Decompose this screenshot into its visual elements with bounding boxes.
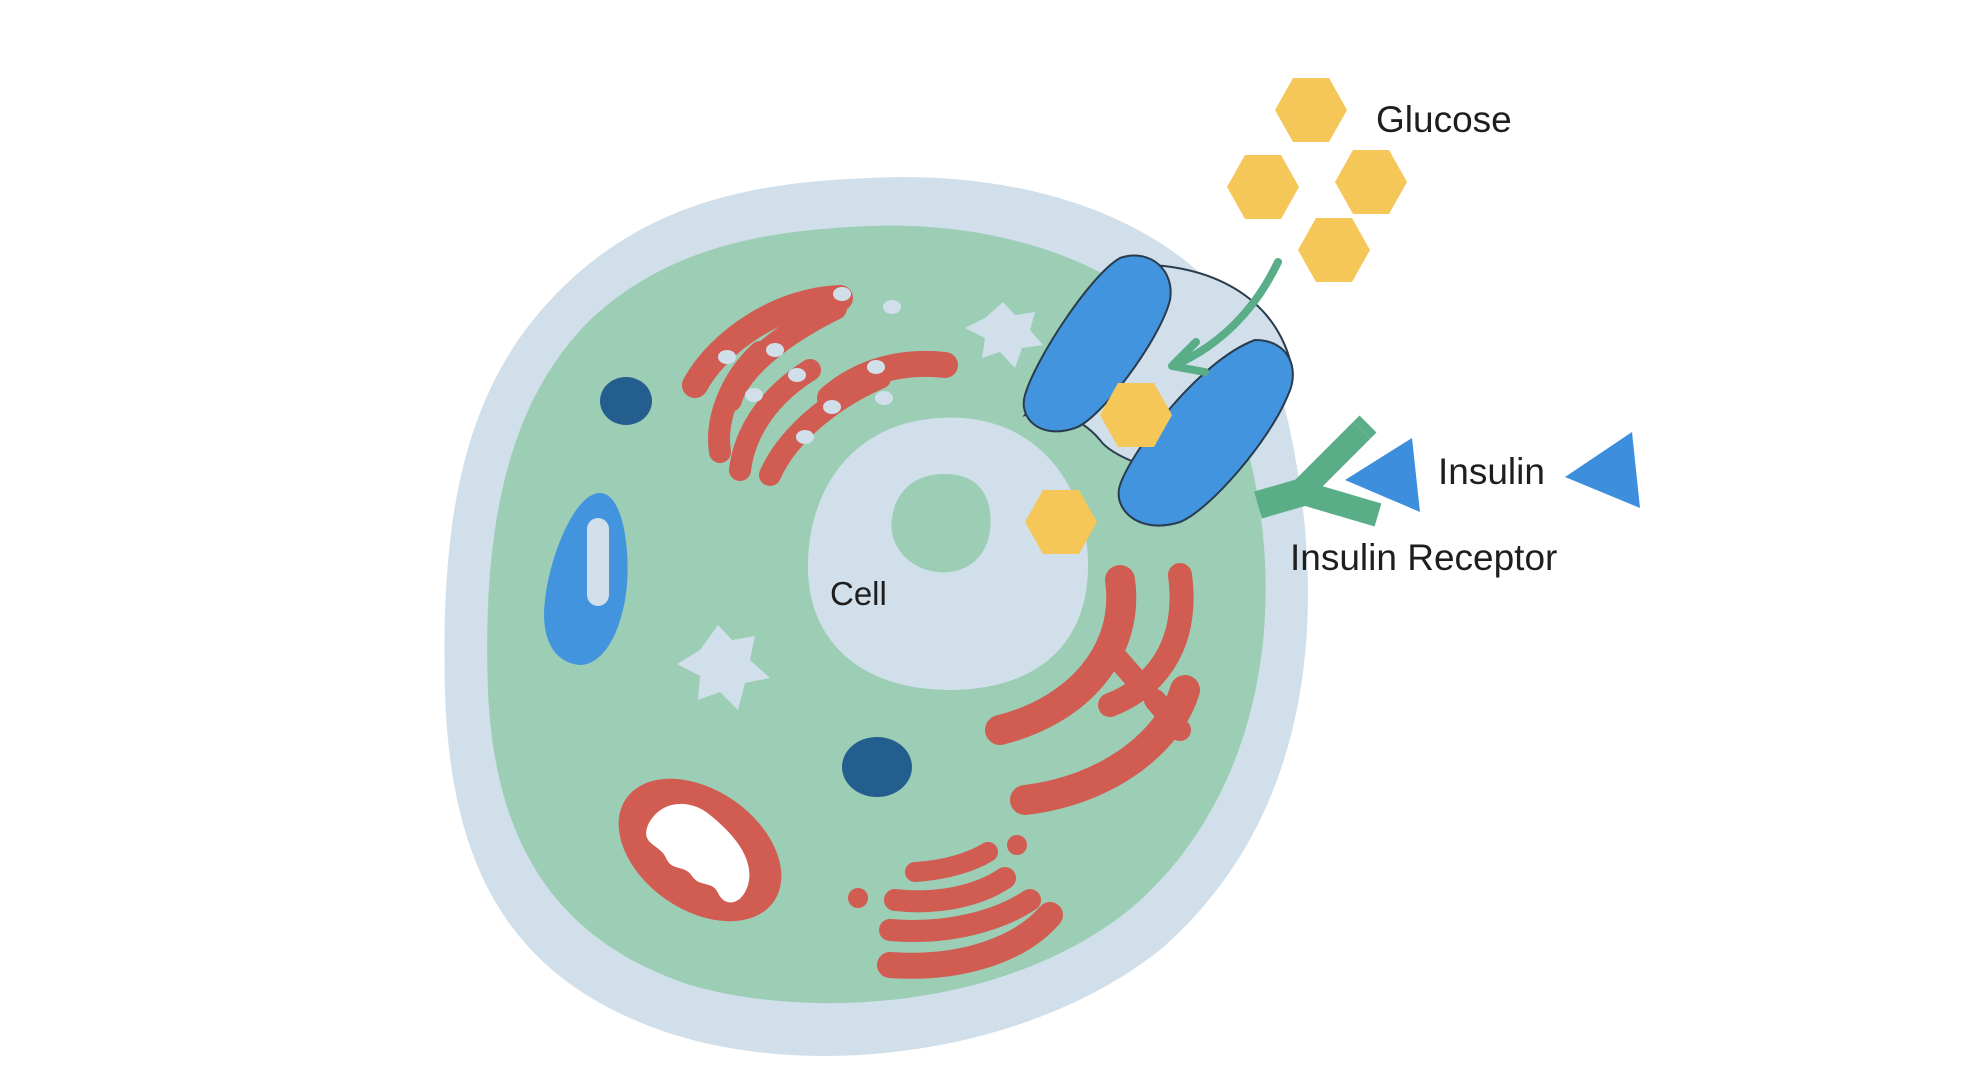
insulin-receptor (1254, 415, 1382, 527)
glucose-hexagon (1227, 155, 1299, 219)
transporter-subunit-left (1022, 254, 1172, 433)
glucose-uptake-arrow (1168, 258, 1282, 376)
ribosome-dots (718, 287, 901, 444)
nucleus (807, 417, 1089, 690)
nucleolus (891, 474, 991, 573)
golgi-apparatus (877, 842, 1063, 979)
glucose-hexagon-in-transporter (1100, 383, 1172, 447)
vacuole-core (587, 518, 609, 606)
glucose-label: Glucose (1376, 99, 1512, 140)
insulin-triangle-bound (1345, 438, 1420, 512)
vesicle-top (600, 377, 652, 425)
mitochondrion-cristae (646, 803, 750, 903)
glucose-transporter (1022, 254, 1294, 527)
glucose-hexagon (1335, 150, 1407, 214)
centrosome-top (965, 302, 1043, 368)
glucose-hexagon-in-cell (1025, 490, 1097, 554)
smooth-endoplasmic-reticulum (985, 563, 1200, 815)
mitochondrion (618, 778, 782, 922)
vacuole (544, 493, 628, 665)
insulin-triangle-free (1565, 432, 1640, 508)
golgi-vesicles (848, 835, 1027, 908)
centrosome-bottom (677, 625, 770, 710)
vesicle-bottom (842, 737, 912, 797)
glucose-molecules (1025, 78, 1407, 554)
insulin-receptor-label: Insulin Receptor (1290, 537, 1557, 578)
glucose-hexagon (1298, 218, 1370, 282)
insulin-molecules (1345, 432, 1640, 512)
glucose-hexagon (1275, 78, 1347, 142)
cell-label: Cell (830, 575, 887, 612)
insulin-label: Insulin (1438, 451, 1545, 492)
